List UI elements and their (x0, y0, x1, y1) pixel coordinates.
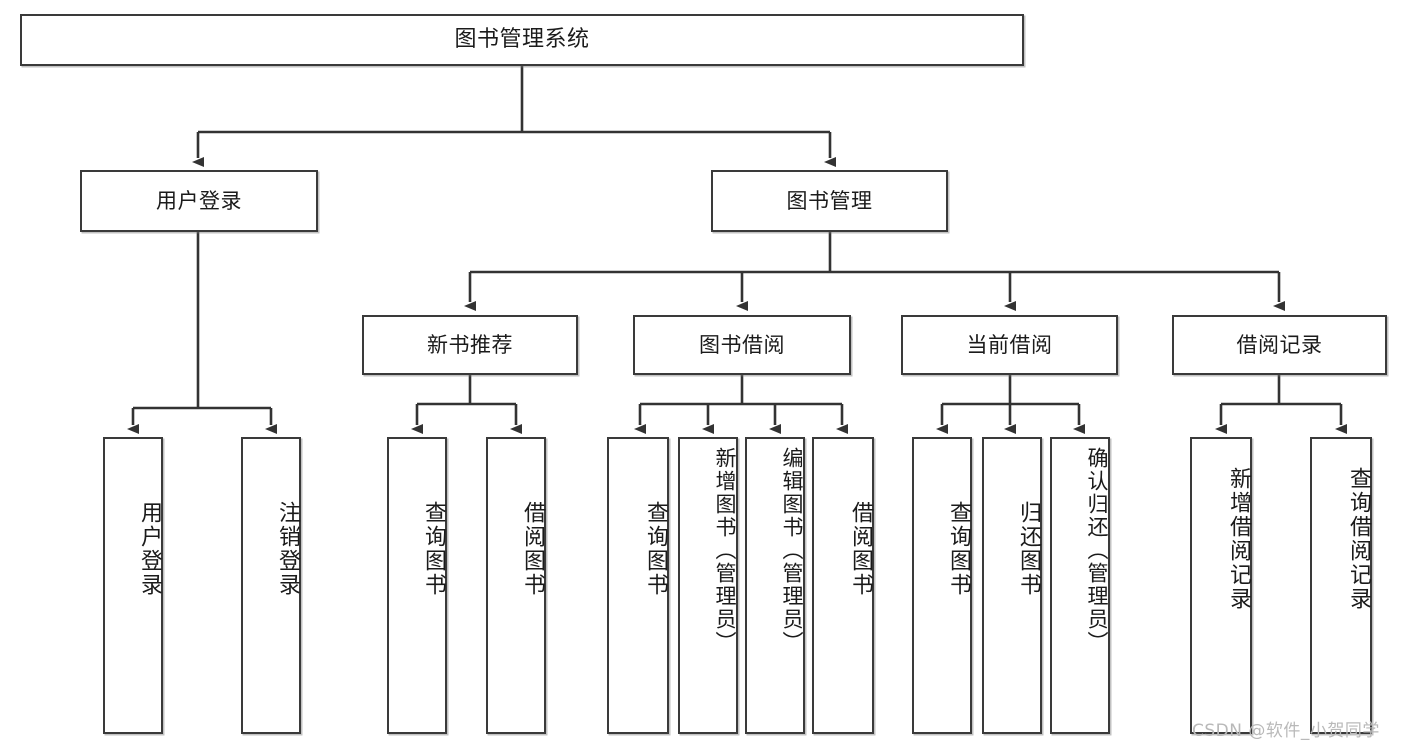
node-label: 查询图书 (421, 501, 446, 597)
leaf-borrow-book-recommend[interactable]: 借阅图书 (486, 437, 546, 734)
leaf-confirm-return-admin[interactable]: 确认归还（管理员） (1050, 437, 1110, 734)
node-label: 编辑图书（管理员） (780, 447, 804, 654)
leaf-edit-book-admin[interactable]: 编辑图书（管理员） (745, 437, 805, 734)
node-label: 借阅记录 (1236, 332, 1323, 357)
node-label: 图书借阅 (699, 332, 785, 357)
leaf-query-book-borrow[interactable]: 查询图书 (607, 437, 669, 734)
node-current-borrow[interactable]: 当前借阅 (901, 315, 1118, 375)
node-label: 图书管理 (786, 188, 873, 213)
node-label: 当前借阅 (966, 332, 1053, 357)
node-label: 注销登录 (275, 501, 300, 597)
node-label: 查询图书 (643, 501, 668, 597)
leaf-add-borrow-record[interactable]: 新增借阅记录 (1190, 437, 1252, 734)
leaf-query-book-current[interactable]: 查询图书 (912, 437, 972, 734)
node-label: 图书管理系统 (454, 27, 590, 53)
leaf-add-book-admin[interactable]: 新增图书（管理员） (678, 437, 738, 734)
node-label: 确认归还（管理员） (1085, 447, 1109, 654)
node-label: 新增借阅记录 (1226, 467, 1251, 611)
node-label: 用户登录 (137, 501, 162, 597)
node-book-borrow[interactable]: 图书借阅 (633, 315, 851, 375)
node-label: 用户登录 (156, 188, 242, 213)
node-book-management[interactable]: 图书管理 (711, 170, 948, 232)
leaf-user-logout[interactable]: 注销登录 (241, 437, 301, 734)
leaf-query-book-recommend[interactable]: 查询图书 (387, 437, 447, 734)
node-label: 归还图书 (1016, 501, 1041, 597)
node-root-book-management-system[interactable]: 图书管理系统 (20, 14, 1024, 66)
node-label: 查询借阅记录 (1346, 467, 1371, 611)
leaf-return-book[interactable]: 归还图书 (982, 437, 1042, 734)
node-new-book-recommend[interactable]: 新书推荐 (362, 315, 578, 375)
leaf-query-borrow-record[interactable]: 查询借阅记录 (1310, 437, 1372, 734)
leaf-borrow-book[interactable]: 借阅图书 (812, 437, 874, 734)
leaf-user-login[interactable]: 用户登录 (103, 437, 163, 734)
node-label: 借阅图书 (848, 501, 873, 597)
watermark-text: CSDN @软件_小贺同学 (1192, 721, 1380, 741)
node-user-login[interactable]: 用户登录 (80, 170, 318, 232)
node-label: 借阅图书 (520, 501, 545, 597)
node-label: 新增图书（管理员） (713, 447, 737, 654)
node-borrow-records[interactable]: 借阅记录 (1172, 315, 1387, 375)
node-label: 查询图书 (946, 501, 971, 597)
node-label: 新书推荐 (427, 332, 513, 357)
